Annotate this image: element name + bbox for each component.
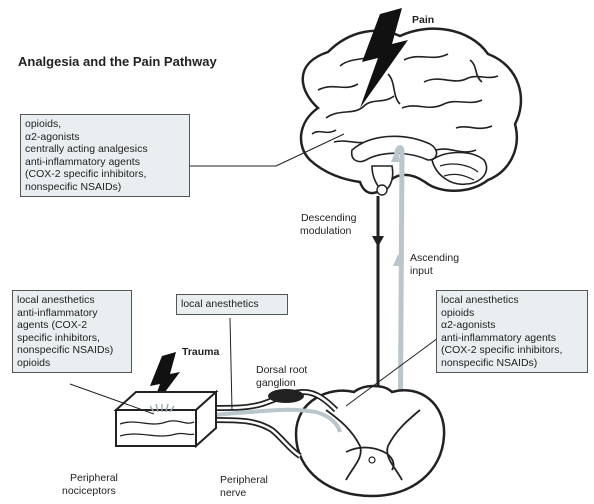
central-agent-line: opioids, (25, 118, 62, 130)
central-agent-line: anti-inflammatory agents (25, 155, 140, 168)
peripheral-agent-line: opioids (17, 356, 51, 369)
descending-modulation-label: Descending modulation (300, 212, 357, 237)
peripheral-nerve-label: Peripheral nerve (220, 474, 268, 499)
trauma-label: Trauma (182, 346, 220, 358)
central-agent-line: α2-agonists (25, 130, 80, 143)
spinal-agent-line: (COX-2 specific inhibitors, (441, 344, 563, 356)
central-agent-line: centrally acting analgesics (25, 143, 148, 155)
central-agent-line: nonspecific NSAIDs) (25, 180, 122, 193)
peripheral-agent-line: agents (COX-2 (17, 319, 88, 331)
leader-lines (69, 133, 439, 415)
peripheral-agent-line: local anesthetics (17, 294, 95, 306)
spinal-agent-line: nonspecific NSAIDs) (441, 356, 538, 369)
page-title: Analgesia and the Pain Pathway (18, 54, 217, 69)
spinal-agent-line: local anesthetics (441, 294, 519, 306)
peripheral-nociceptors-label: Peripheral nociceptors (62, 472, 118, 497)
spinal-agent-line: anti-inflammatory agents (441, 331, 556, 344)
peripheral-agent-line: anti-inflammatory (17, 306, 98, 319)
nerve-agent-line: local anesthetics (181, 298, 259, 310)
peripheral-agents-box: local anesthetics anti-inflammatory agen… (12, 290, 132, 373)
pain-label: Pain (412, 14, 435, 26)
peripheral-agent-line: nonspecific NSAIDs) (17, 344, 114, 356)
pain-lightning-icon (360, 8, 408, 108)
spinal-agent-line: α2-agonists (441, 319, 496, 331)
central-agents-box: opioids, α2-agonists centrally acting an… (20, 114, 190, 197)
central-agent-line: (COX-2 specific inhibitors, (25, 168, 147, 180)
spinal-agent-line: opioids (441, 306, 475, 319)
ascending-input-label: Ascending input (410, 252, 460, 277)
spinal-cord (294, 384, 446, 498)
dorsal-root-ganglion-label: Dorsal root ganglion (256, 364, 308, 389)
nerve-agents-box: local anesthetics (176, 294, 288, 315)
brain (299, 27, 523, 196)
spinal-agents-box: local anesthetics opioids α2-agonists an… (436, 290, 588, 373)
peripheral-agent-line: specific inhibitors, (17, 331, 100, 344)
skin-block (113, 389, 219, 449)
